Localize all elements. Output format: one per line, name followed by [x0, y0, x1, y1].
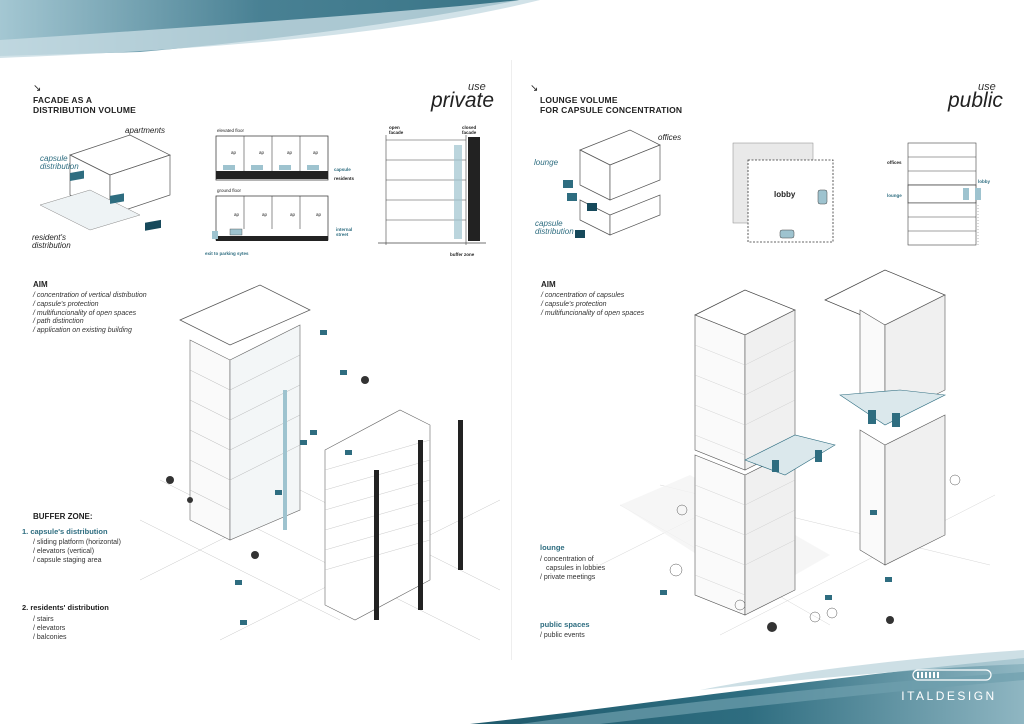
section-label-lounge: lounge: [887, 193, 902, 198]
label-lounge: lounge: [534, 158, 559, 167]
label-capsule: capsule: [334, 167, 351, 172]
italdesign-logo: ITALDESIGN: [893, 668, 1005, 703]
lounge-item: / private meetings: [540, 573, 596, 581]
label-residents: residents: [334, 176, 355, 181]
resident-item: / stairs: [33, 616, 54, 623]
facade-distribution-diagram: [39, 134, 171, 231]
ap-label-5: ap: [234, 212, 240, 217]
right-use-value: public: [948, 89, 1003, 112]
right-aim-list: / concentration of capsules / capsule's …: [541, 292, 644, 318]
public-item: / public events: [540, 632, 585, 639]
aim-item: / application on existing building: [33, 327, 132, 335]
ap-label-7: ap: [290, 212, 296, 217]
left-aim-title: AIM: [33, 280, 48, 289]
left-use-label: use: [468, 81, 486, 93]
top-banner: [0, 0, 540, 58]
ap-label-4: ap: [313, 150, 319, 155]
residents-distribution-list: / stairs / elevators / balconies: [33, 616, 66, 642]
capsules-distribution-title: 1. capsule's distribution: [22, 527, 108, 536]
section-label-offices: offices: [887, 160, 902, 165]
right-aim-title: AIM: [541, 280, 556, 289]
label-ground-floor: ground floor: [217, 188, 242, 193]
logo-text: ITALDESIGN: [901, 689, 997, 703]
label-buffer-zone: buffer zone: [450, 252, 475, 257]
aim-item: / path distinction: [33, 318, 84, 326]
elevated-floor-plan: [215, 135, 329, 181]
capsules-distribution-list: / sliding platform (horizontal) / elevat…: [33, 539, 121, 565]
label-elevated-floor: elevated floor: [217, 128, 245, 133]
lounge-title: lounge: [540, 543, 565, 552]
left-aim-list: / concentration of vertical distribution…: [33, 292, 147, 336]
left-use-value: private: [431, 89, 495, 112]
aim-item: / multifuncionality of open spaces: [541, 309, 645, 317]
lounge-volume-diagram: [563, 129, 661, 238]
ap-label-3: ap: [287, 150, 293, 155]
capsule-item: / elevators (vertical): [33, 547, 95, 555]
public-spaces-list: / public events: [540, 632, 585, 641]
aim-item: / capsule's protection: [33, 300, 99, 308]
lobby-plan: [732, 142, 834, 243]
facade-section-diagram: [378, 135, 486, 245]
lounge-list: / concentration of capsules in lobbies /…: [540, 556, 605, 582]
capsule-item: / sliding platform (horizontal): [33, 539, 121, 546]
public-buildings-axonometric: [600, 269, 996, 636]
capsule-item: / capsule staging area: [33, 556, 102, 564]
label-apartments: apartments: [125, 126, 166, 135]
resident-item: / elevators: [33, 624, 66, 632]
aim-item: / capsule's protection: [541, 300, 607, 308]
label-lobby-plan: lobby: [774, 190, 796, 199]
bottom-banner: [470, 650, 1024, 724]
aim-item: / concentration of vertical distribution: [33, 292, 147, 299]
ap-label-6: ap: [262, 212, 268, 217]
ap-label-8: ap: [316, 212, 322, 217]
lounge-item: capsules in lobbies: [546, 564, 606, 572]
label-offices: offices: [658, 133, 682, 142]
resident-item: / balconies: [33, 633, 67, 641]
lounge-item: / concentration of: [540, 556, 594, 563]
aim-item: / concentration of capsules: [541, 292, 625, 299]
arrow-icon: ↘: [33, 83, 42, 94]
buffer-zone-title: BUFFER ZONE:: [33, 512, 93, 521]
page-divider: [511, 60, 512, 660]
arrow-icon: ↘: [530, 83, 539, 94]
logo-mark-icon: [912, 669, 992, 681]
private-building-axonometric: [140, 284, 501, 641]
ap-label-1: ap: [231, 150, 237, 155]
lounge-section-diagram: [907, 142, 981, 246]
residents-distribution-title: 2. residents' distribution: [22, 603, 109, 612]
label-exit-parking: exit to parking sytes: [205, 251, 249, 256]
ground-floor-plan: [212, 195, 329, 241]
right-use-label: use: [978, 81, 996, 93]
section-label-lobby: lobby: [978, 179, 990, 184]
public-spaces-title: public spaces: [540, 620, 590, 629]
ap-label-2: ap: [259, 150, 265, 155]
aim-item: / multifuncionality of open spaces: [33, 309, 137, 317]
